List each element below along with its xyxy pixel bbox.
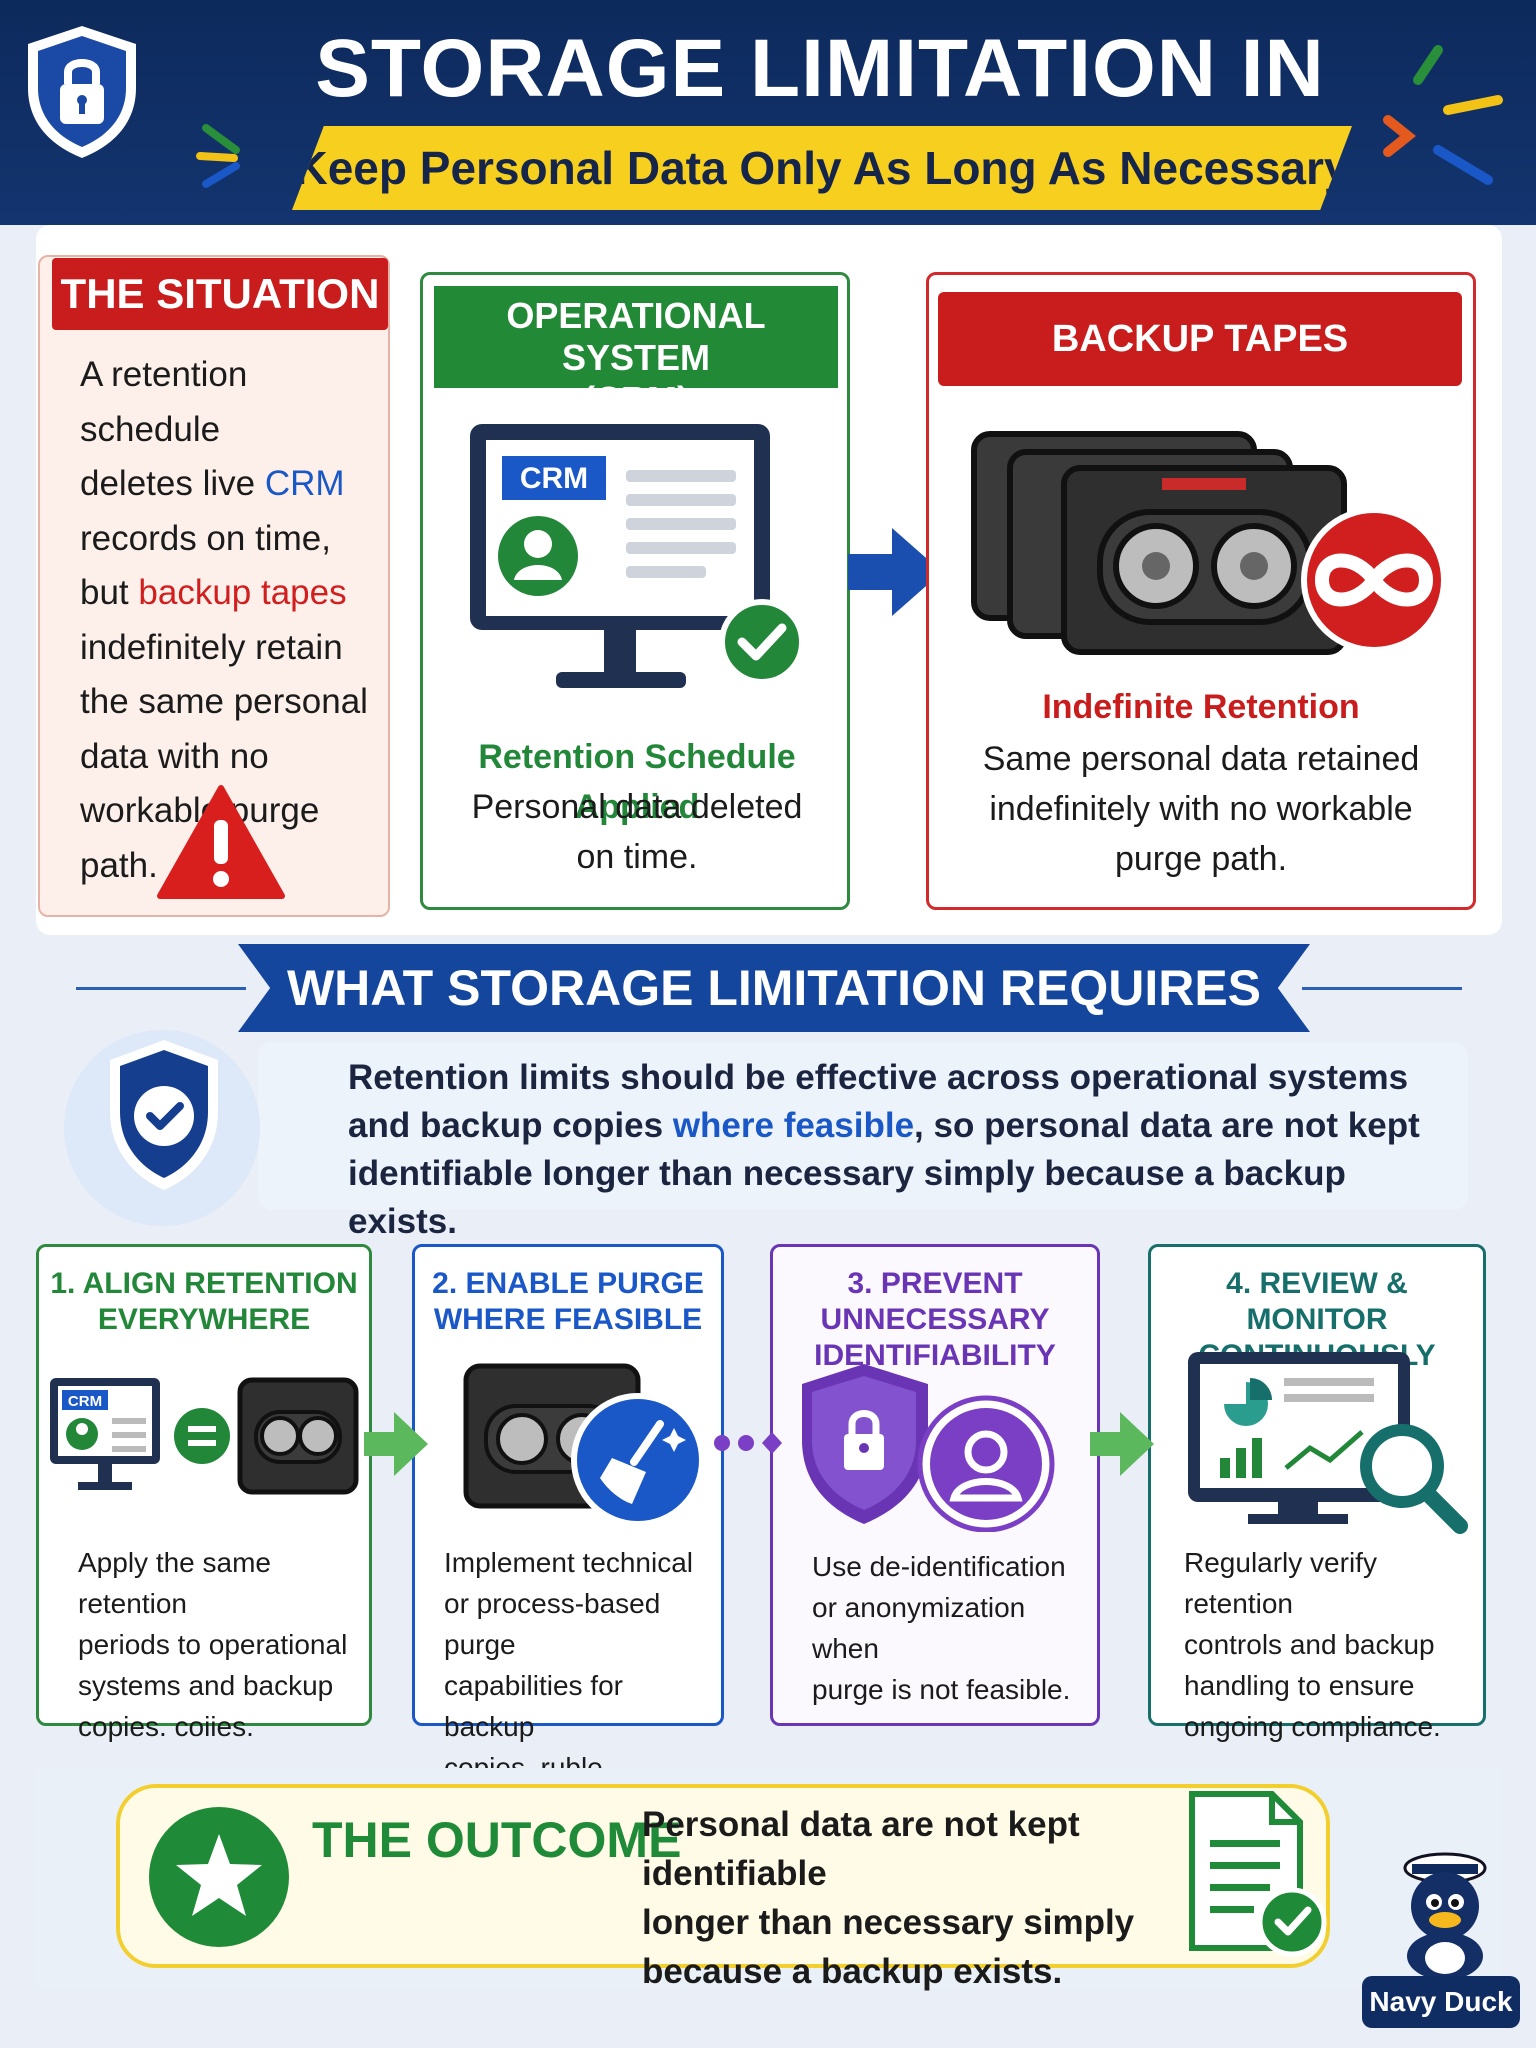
outcome-heading: THE OUTCOME <box>312 1812 682 1868</box>
step-line: systems and backup <box>78 1670 334 1701</box>
tapes-desc-line: Same personal data retained <box>982 740 1420 778</box>
crm-status: Retention Schedule Applied <box>478 738 796 826</box>
crm-desc-line: Personal data deleted <box>471 788 803 826</box>
arrow-right-icon <box>1090 1412 1154 1476</box>
outcome-text: Personal data are not kept identifiable … <box>642 1800 1182 1996</box>
step-line: controls and backup <box>1184 1629 1435 1660</box>
outcome-box <box>116 1784 1330 1968</box>
step-line: or anonymization when <box>812 1592 1026 1664</box>
text-span: , so personal data are not kept <box>914 1106 1420 1145</box>
requires-heading: WHAT STORAGE LIMITATION REQUIRES <box>238 944 1310 1032</box>
crm-desc-line: on time. <box>576 838 698 876</box>
analytics-monitor-icon <box>1188 1352 1468 1534</box>
text-span: the same personal <box>80 682 368 721</box>
text-span: A retention schedule <box>80 355 248 449</box>
align-retention-icon: CRM <box>50 1377 359 1495</box>
outcome-line: Personal data are not kept identifiable <box>642 1805 1080 1893</box>
page-subtitle: Keep Personal Data Only As Long As Neces… <box>292 126 1352 210</box>
step-title-line: IDENTIFIABILITY <box>814 1339 1056 1372</box>
mascot-label: Navy Duck <box>1362 1976 1520 2028</box>
situation-heading: THE SITUATION <box>52 258 388 330</box>
crm-heading: OPERATIONAL SYSTEM (CRM) <box>434 286 838 420</box>
crm-heading-line: (CRM) <box>583 379 689 420</box>
tapes-status: Indefinite Retention <box>1042 688 1360 726</box>
step-line: Implement technical <box>444 1547 694 1578</box>
step-line: ongoing compliance. <box>1184 1711 1441 1742</box>
situation-line: the same personal <box>80 675 380 730</box>
text-span: and backup copies <box>348 1106 673 1145</box>
step-3-title: 3. PREVENT UNNECESSARY IDENTIFIABILITY <box>776 1266 1094 1374</box>
step-1-title: 1. ALIGN RETENTION EVERYWHERE <box>44 1266 364 1338</box>
requires-line: Retention limits should be effective acr… <box>348 1058 1409 1097</box>
tapes-desc-line: purge path. <box>1114 840 1288 878</box>
padlock-shield-icon <box>28 26 136 158</box>
step-title-line: EVERYWHERE <box>97 1303 311 1336</box>
dots-connector-icon <box>714 1432 782 1454</box>
step-4-text: Regularly verify retention controls and … <box>1184 1542 1482 1747</box>
outcome-line: longer than necessary simply <box>642 1903 1135 1942</box>
svg-text:CRM: CRM <box>520 462 588 495</box>
text-span: data with no <box>80 736 269 776</box>
situation-line: but backup tapes <box>80 566 380 621</box>
text-span: deletes live <box>80 464 265 503</box>
backup-tape-icon <box>971 431 1447 655</box>
step-title-line: 1. ALIGN RETENTION <box>50 1267 358 1300</box>
arrow-right-icon <box>848 528 942 616</box>
star-icon <box>149 1807 289 1947</box>
highlight-backup-tapes: backup tapes <box>138 573 347 612</box>
tapes-desc-line: indefinitely with no workable <box>989 790 1413 828</box>
requires-line: identifiable longer than necessary simpl… <box>348 1154 1346 1241</box>
step-line: periods to operational <box>78 1629 348 1660</box>
highlight-crm: CRM <box>264 464 345 503</box>
step-title-line: 3. PREVENT UNNECESSARY <box>820 1267 1050 1336</box>
arrow-right-icon <box>364 1412 428 1476</box>
step-line: Regularly verify retention <box>1184 1547 1377 1619</box>
sparkle-right-icon <box>1383 45 1503 185</box>
requires-line: and backup copies where feasible, so per… <box>348 1102 1458 1150</box>
outcome-line: because a backup exists. <box>642 1952 1063 1991</box>
situation-line: records on time, <box>80 512 380 567</box>
text-span: records on time, <box>80 518 331 558</box>
text-span: indefinitely retain <box>80 627 343 667</box>
lock-shield-user-icon <box>802 1364 1055 1532</box>
divider-right <box>1302 987 1462 990</box>
step-title-line: 2. ENABLE PURGE <box>432 1267 704 1300</box>
step-2-title: 2. ENABLE PURGE WHERE FEASIBLE <box>420 1266 716 1338</box>
backup-tapes-heading: BACKUP TAPES <box>938 292 1462 386</box>
situation-line: A retention schedule <box>80 348 380 457</box>
step-line: or process-based purge <box>444 1588 661 1660</box>
duck-mascot-icon <box>1403 1852 1487 1980</box>
divider-left <box>76 987 246 990</box>
crm-monitor-icon: CRM <box>470 424 805 688</box>
step-2-text: Implement technical or process-based pur… <box>444 1542 720 1788</box>
document-check-icon <box>1189 1791 1327 1957</box>
highlight-where-feasible: where feasible <box>672 1106 915 1145</box>
step-title-line: 4. REVIEW & MONITOR <box>1226 1267 1408 1336</box>
step-line: copies. coiies. <box>78 1711 254 1742</box>
text-span: but <box>80 573 139 612</box>
step-title-line: WHERE FEASIBLE <box>433 1303 703 1336</box>
step-line: Use de-identification <box>812 1551 1066 1582</box>
check-shield-icon <box>110 1040 218 1190</box>
step-1-text: Apply the same retention periods to oper… <box>78 1542 368 1747</box>
step-line: capabilities for backup <box>444 1670 623 1742</box>
crm-heading-line: OPERATIONAL SYSTEM <box>506 295 766 378</box>
step-line: purge is not feasible. <box>812 1674 1071 1705</box>
warning-icon <box>157 785 285 899</box>
broom-purge-icon <box>463 1363 705 1527</box>
crm-desc: Personal data deleted on time. <box>432 782 842 882</box>
situation-line: deletes live CRM <box>80 457 380 512</box>
svg-text:CRM: CRM <box>68 1393 102 1410</box>
tapes-desc: Same personal data retained indefinitely… <box>930 734 1472 884</box>
step-line: Apply the same retention <box>78 1547 271 1619</box>
requires-text: Retention limits should be effective acr… <box>348 1054 1458 1246</box>
situation-text: A retention schedule deletes live CRM re… <box>80 348 380 893</box>
sparkle-left-icon <box>196 124 240 188</box>
situation-line: indefinitely retain <box>80 621 380 676</box>
step-line: handling to ensure <box>1184 1670 1415 1701</box>
situation-line: data with no <box>80 730 380 785</box>
step-3-text: Use de-identification or anonymization w… <box>812 1546 1096 1710</box>
requires-box <box>258 1042 1468 1210</box>
